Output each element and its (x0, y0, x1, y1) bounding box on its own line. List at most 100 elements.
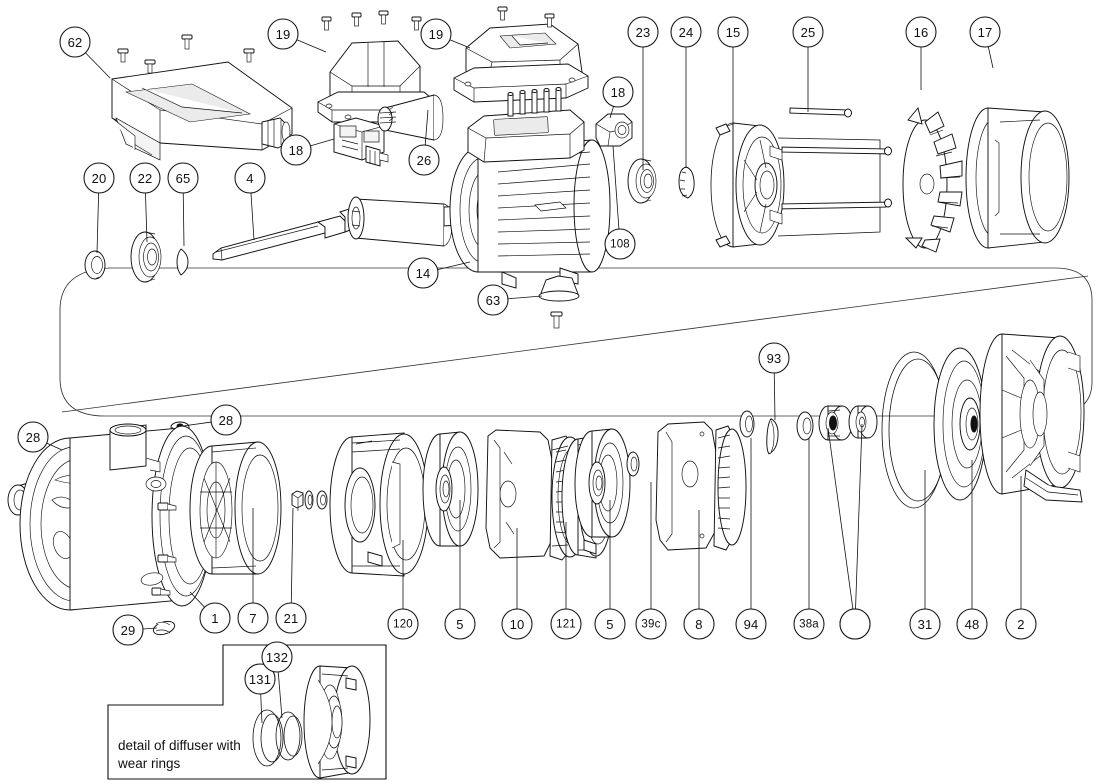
part-strainer-7 (189, 441, 282, 575)
callout-leader-62 (85, 52, 111, 79)
callout-label-28: 28 (219, 413, 234, 428)
callout-label-16: 16 (914, 25, 929, 40)
callout-label-14: 14 (416, 266, 431, 281)
callout-label-29: 29 (121, 623, 136, 638)
screws-capacitor-cover (321, 10, 422, 31)
callout-bubble-19[interactable] (267, 18, 299, 50)
screws-terminal-box (117, 34, 255, 74)
part-mech-seal-13b (848, 405, 878, 439)
screws-cover-low (497, 6, 555, 28)
callout-label-48: 48 (965, 617, 980, 632)
part-rotor-shaft (212, 196, 479, 261)
part-diffuser-body-8 (655, 421, 747, 551)
callout-bubble-2[interactable] (1005, 608, 1037, 640)
callout-bubble-19[interactable] (420, 18, 452, 50)
callout-bubble-120[interactable] (387, 608, 419, 640)
callout-label-132: 132 (266, 650, 288, 665)
callout-leader-4 (250, 192, 255, 241)
part-spacer-94 (739, 410, 755, 438)
callout-bubble-1[interactable] (199, 602, 231, 634)
callout-bubble-29[interactable] (112, 614, 144, 646)
callout-leader-65 (182, 192, 185, 247)
callout-bubble-20[interactable] (83, 162, 115, 194)
part-motor-shell (777, 137, 881, 237)
callout-leader-26 (424, 109, 429, 146)
callout-label-15: 15 (726, 25, 741, 40)
part-oring-39c (626, 451, 640, 477)
callout-bubble-63[interactable] (477, 284, 509, 316)
callout-label-65: 65 (176, 171, 191, 186)
part-ball-bearing-23 (627, 158, 657, 204)
callout-bubble-132[interactable] (261, 641, 293, 673)
callout-bubble-48[interactable] (956, 608, 988, 640)
callout-label-4: 4 (246, 171, 253, 186)
callout-bubble-18[interactable] (280, 134, 312, 166)
callout-bubble-5[interactable] (594, 608, 626, 640)
callout-label-63: 63 (486, 293, 501, 308)
callout-label-121: 121 (556, 619, 576, 631)
callout-label-120: 120 (393, 619, 413, 631)
callout-label-31: 31 (918, 617, 933, 632)
callout-bubble-26[interactable] (408, 144, 440, 176)
callout-bubble-22[interactable] (129, 162, 161, 194)
callout-leader-132 (277, 671, 283, 719)
callout-label-1: 1 (211, 611, 218, 626)
callout-bubble-121[interactable] (550, 608, 582, 640)
callout-leader-13b (855, 423, 863, 610)
callout-label-24: 24 (679, 25, 694, 40)
callout-bubble-65[interactable] (167, 162, 199, 194)
callout-bubble-24[interactable] (670, 16, 702, 48)
part-washers-21 (291, 490, 328, 511)
callout-bubble-131[interactable] (244, 663, 276, 695)
part-elbow-fitting (595, 113, 633, 147)
callout-bubble-7[interactable] (237, 602, 269, 634)
callout-leader-13 (827, 427, 854, 610)
callout-leader-19 (449, 39, 471, 49)
callout-bubble-28[interactable] (210, 404, 242, 436)
callout-bubble-39c[interactable] (635, 608, 667, 640)
callout-bubble-25[interactable] (792, 16, 824, 48)
callout-bubble-13b[interactable] (839, 608, 871, 640)
part-impeller-5a (422, 431, 479, 547)
callout-label-62: 62 (68, 35, 83, 50)
callout-bubble-18[interactable] (602, 76, 634, 108)
callout-label-23: 23 (636, 25, 651, 40)
callout-bubble-23[interactable] (627, 16, 659, 48)
callout-bubble-8[interactable] (683, 608, 715, 640)
callout-bubble-16[interactable] (905, 16, 937, 48)
callout-bubble-5[interactable] (444, 608, 476, 640)
callout-leader-14 (437, 261, 471, 270)
callout-bubble-38a[interactable] (793, 608, 825, 640)
callout-bubble-94[interactable] (735, 608, 767, 640)
inset-caption-line2: wear rings (117, 756, 181, 771)
part-capacitor-cover-low (453, 23, 589, 103)
callout-bubble-28[interactable] (17, 421, 49, 453)
callout-bubble-15[interactable] (717, 16, 749, 48)
part-pump-casing-1 (7, 423, 213, 611)
callout-leader-20 (96, 192, 100, 254)
part-tie-bolts-25 (781, 107, 892, 210)
part-stator-housing (449, 87, 611, 289)
callout-bubble-21[interactable] (275, 602, 307, 634)
callout-bubble-108[interactable] (604, 228, 636, 260)
callout-bubble-14[interactable] (407, 257, 439, 289)
callout-leader-18 (310, 138, 335, 147)
callout-bubble-17[interactable] (969, 16, 1001, 48)
callout-leader-28 (182, 421, 212, 427)
part-plug-29 (152, 620, 176, 636)
callout-bubble-93[interactable] (758, 342, 790, 374)
part-capacitor-cylinder (377, 94, 444, 141)
callout-label-20: 20 (92, 171, 107, 186)
callout-label-7: 7 (249, 611, 256, 626)
callout-bubble-4[interactable] (234, 162, 266, 194)
callout-label-19: 19 (429, 27, 444, 42)
callout-bubble-31[interactable] (909, 608, 941, 640)
callout-bubble-62[interactable] (59, 26, 91, 58)
callout-label-94: 94 (744, 617, 759, 632)
callout-bubble-10[interactable] (501, 608, 533, 640)
callout-leader-22 (145, 192, 148, 243)
part-circlip-65 (176, 248, 189, 276)
callout-label-10: 10 (510, 617, 525, 632)
callout-label-5: 5 (456, 617, 463, 632)
